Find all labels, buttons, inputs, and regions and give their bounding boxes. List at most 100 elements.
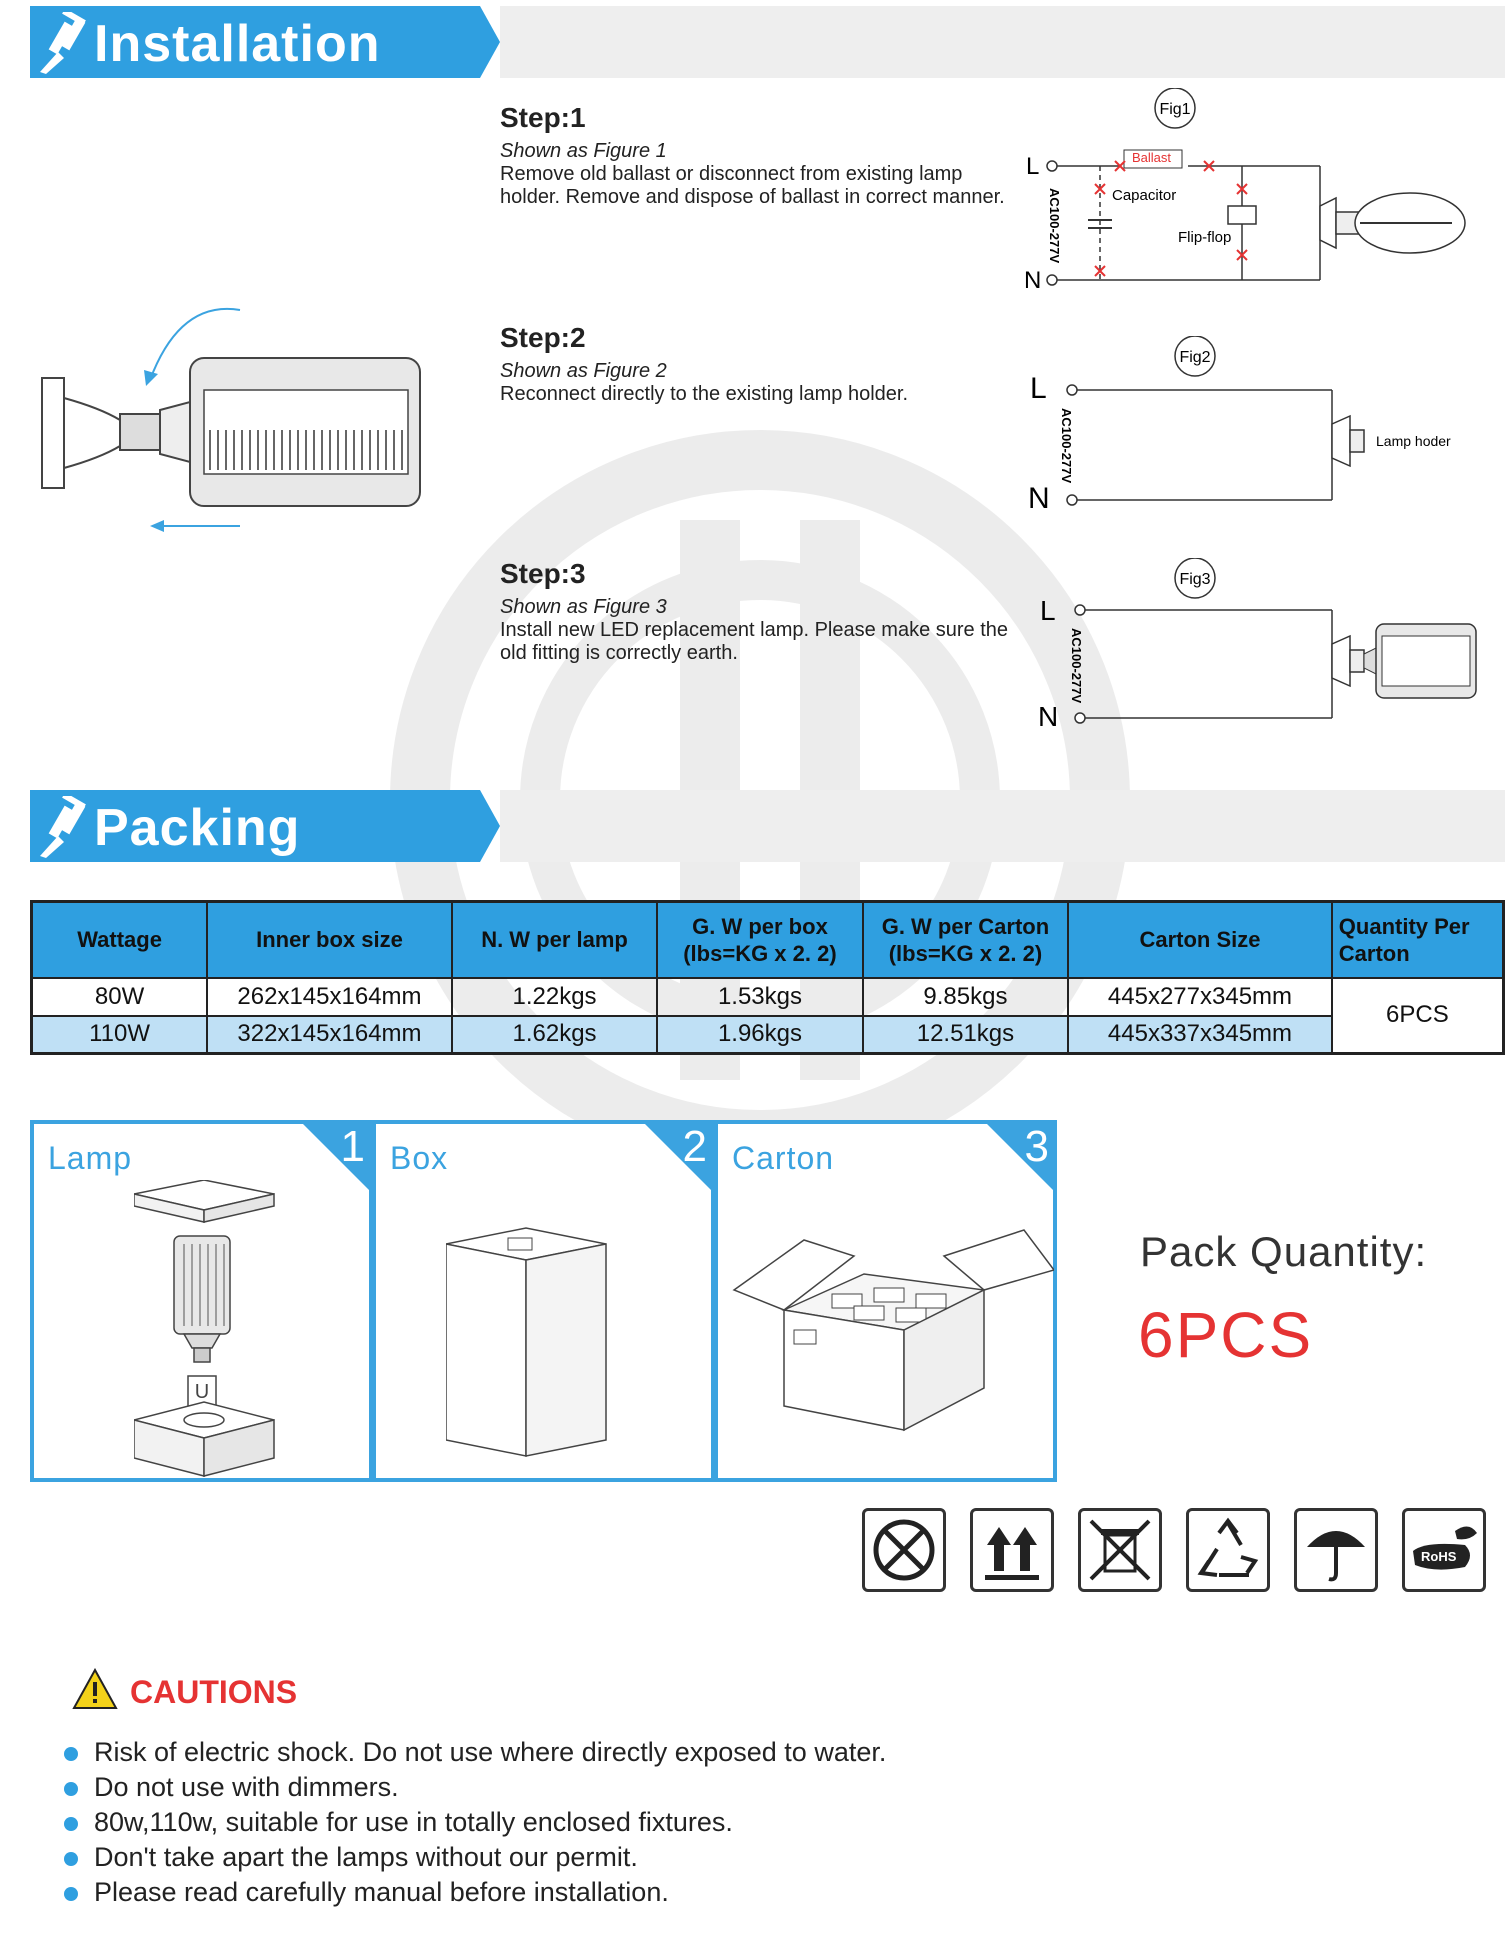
cautions-list: Risk of electric shock. Do not use where… (60, 1735, 886, 1910)
pack-box-number: 2 (682, 1122, 707, 1171)
header-line: (lbs=KG x 2. 2) (683, 940, 837, 966)
step-1-text: Remove old ballast or disconnect from ex… (500, 163, 1005, 208)
table-cell: 9.85kgs (862, 976, 1070, 1016)
figure-3-wiring: Fig3 L N AC100-277V (1038, 558, 1477, 732)
step-1-sub: Shown as Figure 1 (500, 140, 667, 162)
this-way-up-icon (970, 1508, 1054, 1592)
corner-badge (985, 1122, 1055, 1192)
col-header-nw: N. W per lamp (451, 901, 659, 978)
table-cell: 1.62kgs (451, 1014, 659, 1054)
col-header-carton-size: Carton Size (1068, 901, 1333, 978)
lamp-logo-icon (40, 12, 86, 74)
step-1: Step:1 Shown as Figure 1 Remove old ball… (500, 102, 1020, 209)
header-band (500, 790, 1505, 862)
warning-triangle-icon (72, 1668, 118, 1709)
table-cell: 110W (31, 1014, 209, 1054)
header-ribbon (30, 6, 500, 78)
pack-box-label: Box (390, 1140, 449, 1176)
header-line: G. W per Carton (881, 913, 1050, 939)
fig3-N: N (1038, 701, 1058, 732)
fig2-voltage: AC100-277V (1059, 408, 1074, 483)
fig3-voltage: AC100-277V (1069, 628, 1084, 703)
lamp-pack-illustration: U (134, 1180, 275, 1477)
table-cell: 80W (31, 976, 209, 1016)
pack-box-lamp: 1 Lamp U (30, 1120, 373, 1482)
fig2-L: L (1030, 372, 1047, 405)
no-moisture-icon (862, 1508, 946, 1592)
step-2-text: Reconnect directly to the existing lamp … (500, 383, 908, 405)
installation-header: Installation (30, 6, 1505, 78)
header-band (500, 6, 1505, 78)
table-cell: 1.22kgs (451, 976, 659, 1016)
pack-box-box: 2 Box (372, 1120, 715, 1482)
rohs-label: RoHS (1421, 1549, 1457, 1564)
table-cell: 1.53kgs (657, 976, 864, 1016)
header-line: Quantity Per (1338, 913, 1470, 939)
list-item: Do not use with dimmers. (60, 1770, 886, 1805)
packing-table: Wattage Inner box size N. W per lamp G. … (30, 900, 1505, 1055)
fig2-tag: Fig2 (1179, 349, 1210, 366)
fig1-flipflop: Flip-flop (1178, 229, 1231, 246)
corner-badge (301, 1122, 371, 1192)
table-row: 80W 262x145x164mm 1.22kgs 1.53kgs 9.85kg… (31, 976, 1505, 1054)
pack-box-carton: 3 Carton (714, 1120, 1057, 1482)
header-line: G. W per box (692, 913, 828, 939)
carton-pack-illustration (732, 1229, 1054, 1432)
installation-title: Installation (94, 15, 381, 73)
fig2-holder: Lamp hoder (1376, 433, 1451, 449)
corner-badge (643, 1122, 713, 1192)
packing-title: Packing (94, 799, 301, 857)
fig1-tag: Fig1 (1159, 101, 1190, 118)
pack-box-number: 1 (340, 1122, 365, 1171)
header-line: N. W per lamp (481, 927, 628, 953)
pack-quantity-label: Pack Quantity: (1140, 1228, 1428, 1275)
fig2-N: N (1028, 482, 1050, 515)
pack-quantity-value: 6PCS (1138, 1299, 1314, 1371)
header-line: Carton Size (1139, 927, 1261, 953)
table-cell: 322x145x164mm (207, 1014, 453, 1054)
keep-dry-umbrella-icon (1294, 1508, 1378, 1592)
step-2: Step:2 Shown as Figure 2 Reconnect direc… (500, 322, 1020, 406)
no-dispose-bin-icon (1078, 1508, 1162, 1592)
rohs-icon: RoHS (1402, 1508, 1486, 1592)
list-item: Risk of electric shock. Do not use where… (60, 1735, 886, 1770)
step-2-head: Step:2 (500, 322, 586, 353)
table-row: 110W 322x145x164mm 1.62kgs 1.96kgs 12.51… (31, 1014, 1504, 1054)
fig1-N: N (1024, 267, 1041, 294)
pack-box-label: Lamp (48, 1140, 133, 1176)
col-header-inner-box: Inner box size (207, 901, 453, 978)
step-2-sub: Shown as Figure 2 (500, 360, 667, 382)
table-cell: 262x145x164mm (207, 976, 453, 1016)
header-line: Inner box size (256, 927, 403, 953)
col-header-gw-carton: G. W per Carton(lbs=KG x 2. 2) (862, 901, 1070, 978)
list-item: 80w,110w, suitable for use in totally en… (60, 1805, 886, 1840)
fig1-capacitor: Capacitor (1112, 187, 1176, 204)
figure-2-wiring: Fig2 L N AC100-277V Lamp hoder (1028, 336, 1451, 515)
step-3: Step:3 Shown as Figure 3 Install new LED… (500, 558, 1020, 665)
pack-box-number: 3 (1024, 1122, 1049, 1171)
header-line: Wattage (77, 927, 162, 953)
pack-box-label: Carton (732, 1140, 835, 1176)
table-cell: 445x337x345mm (1068, 1014, 1333, 1054)
header-line: Carton (1338, 940, 1410, 966)
list-item: Don't take apart the lamps without our p… (60, 1840, 886, 1875)
fig1-voltage: AC100-277V (1047, 188, 1062, 263)
table-cell: 12.51kgs (862, 1014, 1070, 1054)
lamp-removal-illustration (41, 307, 421, 532)
quantity-cell: 6PCS (1331, 976, 1505, 1054)
fig1-L: L (1026, 153, 1039, 180)
box-pack-illustration (446, 1227, 607, 1457)
figure-1-wiring: Fig1 L N AC100-277V Ballast Capacitor Fl… (1024, 88, 1466, 294)
packing-header: Packing (30, 790, 1505, 862)
fig3-tag: Fig3 (1179, 571, 1210, 588)
fig1-ballast: Ballast (1132, 150, 1171, 165)
step-3-text: Install new LED replacement lamp. Please… (500, 619, 1009, 664)
list-item: Please read carefully manual before inst… (60, 1875, 886, 1910)
header-ribbon (30, 790, 500, 862)
step-1-head: Step:1 (500, 102, 586, 133)
col-header-wattage: Wattage (31, 901, 209, 978)
fig3-L: L (1040, 595, 1056, 626)
col-header-gw-box: G. W per box(lbs=KG x 2. 2) (657, 901, 864, 978)
table-cell: 445x277x345mm (1068, 976, 1333, 1016)
